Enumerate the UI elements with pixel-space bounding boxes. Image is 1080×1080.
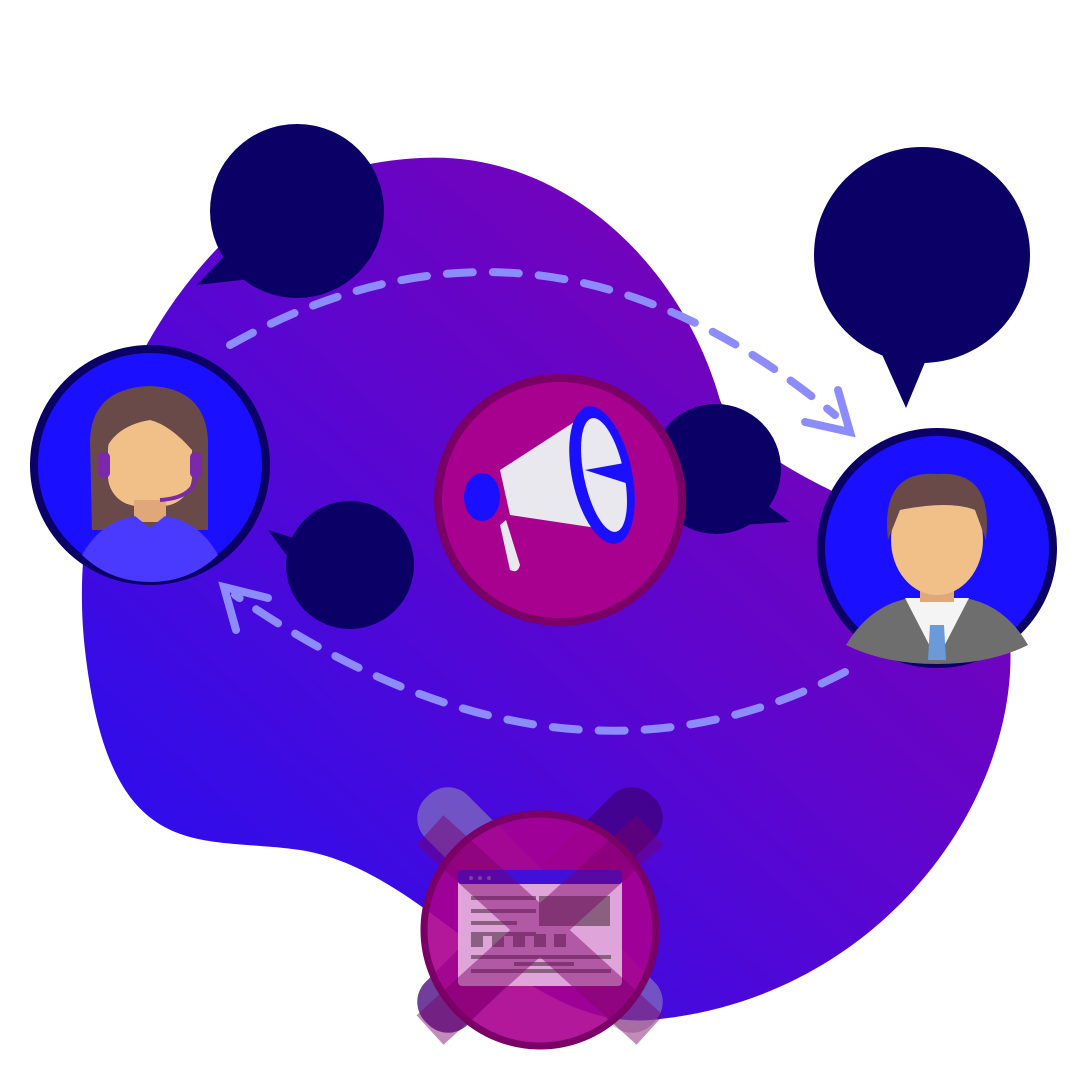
browser-window-icon	[416, 810, 664, 1050]
speech-bubble-icon	[268, 501, 414, 629]
megaphone-icon	[434, 374, 686, 626]
support-agent-avatar	[30, 345, 270, 585]
dashed-arrow-bottom	[218, 581, 849, 735]
speech-bubble-icon	[814, 147, 1030, 408]
businessman-avatar	[817, 428, 1057, 668]
dashed-arrow-top	[226, 268, 856, 438]
speech-bubble-icon	[197, 124, 384, 298]
